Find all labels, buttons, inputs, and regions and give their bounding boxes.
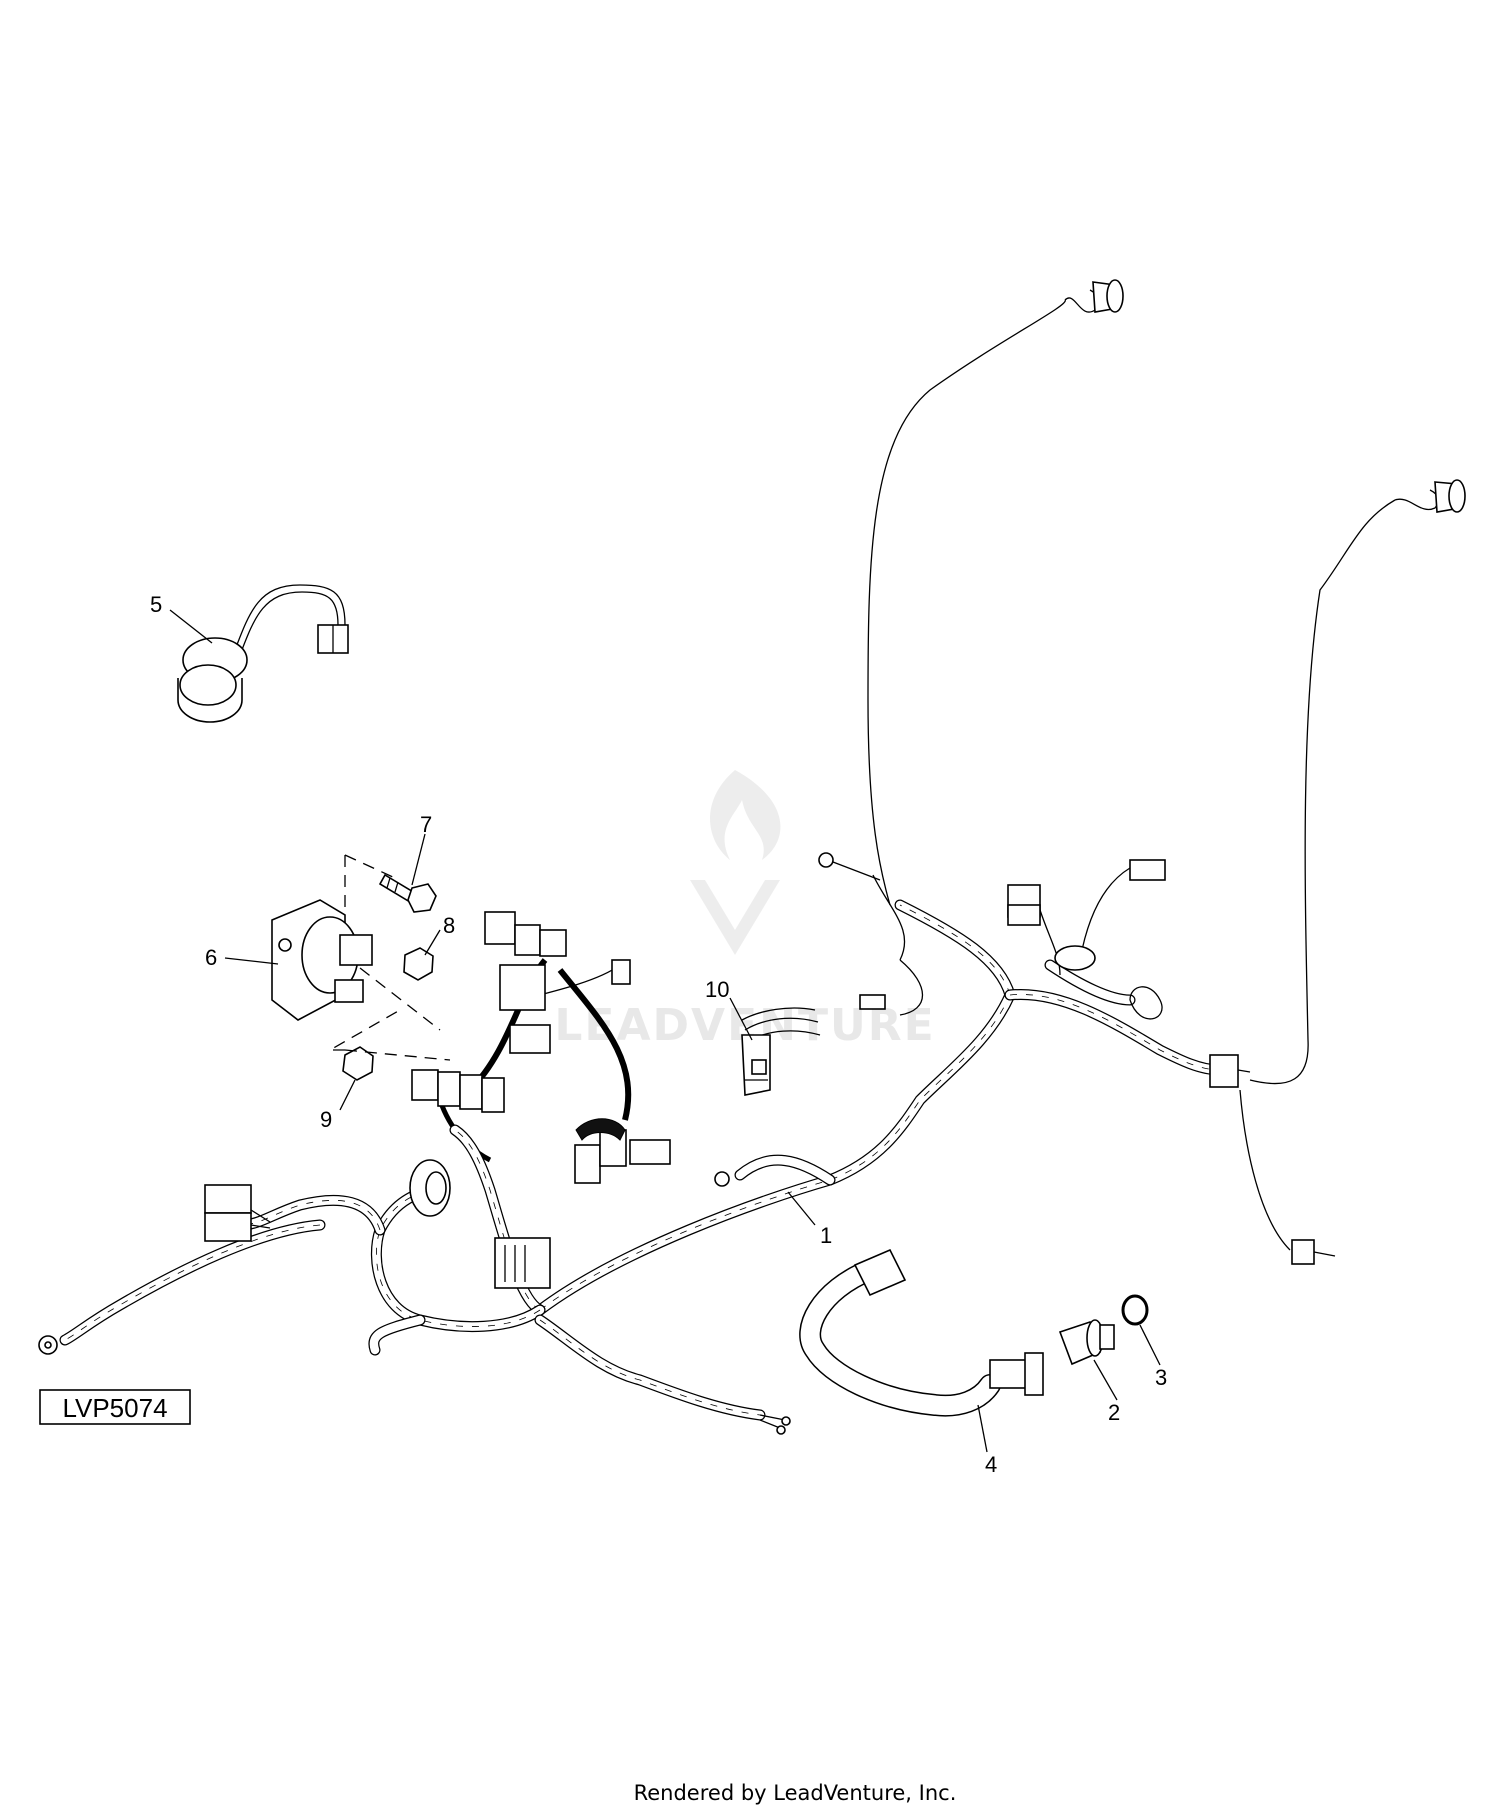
part-5-switch (177, 584, 349, 723)
v-logo-icon (690, 880, 780, 955)
part-7-bolt (378, 873, 437, 913)
callout-labels: 1 2 3 4 5 6 7 8 9 10 (150, 592, 1167, 1477)
flame-logo-icon (710, 770, 781, 860)
part-4-lead (799, 1248, 1044, 1417)
part-8-nut (403, 947, 434, 981)
fuse-block-subharness (411, 911, 671, 1184)
callout-1: 1 (820, 1223, 832, 1248)
leader-lines (169, 609, 1161, 1453)
reference-code-box: LVP5074 (39, 1389, 191, 1425)
part-9-nut (342, 1046, 374, 1081)
footer-credit: Rendered by LeadVenture, Inc. (634, 1781, 957, 1805)
assembly-lines (327, 854, 451, 1061)
callout-2: 2 (1108, 1400, 1120, 1425)
callout-3: 3 (1155, 1365, 1167, 1390)
part-10-connector (741, 1007, 821, 1096)
callout-7: 7 (420, 812, 432, 837)
callout-5: 5 (150, 592, 162, 617)
part-3-o-ring (1121, 1294, 1149, 1326)
callout-4: 4 (985, 1452, 997, 1477)
callout-10: 10 (705, 977, 729, 1002)
reference-code: LVP5074 (62, 1393, 167, 1423)
part-2-sensor (1058, 1319, 1115, 1366)
part-6-relay (271, 899, 373, 1021)
callout-8: 8 (443, 913, 455, 938)
callout-9: 9 (320, 1107, 332, 1132)
part-1-main-harness (38, 279, 1466, 1435)
callout-6: 6 (205, 945, 217, 970)
